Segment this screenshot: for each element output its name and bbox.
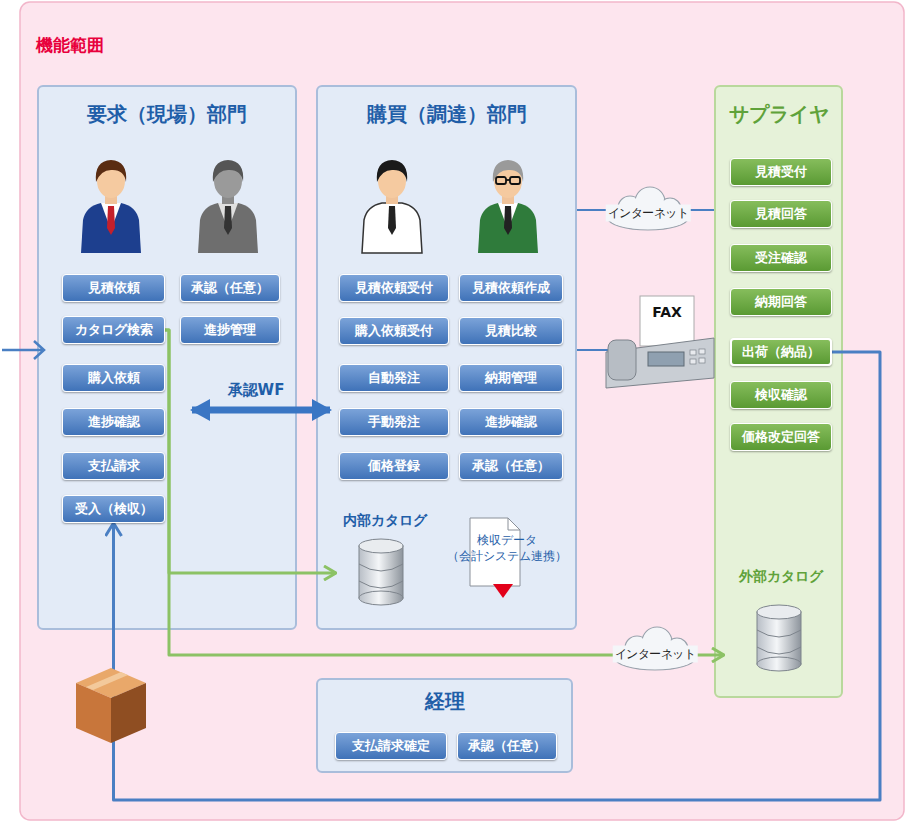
function-button: 見積依頼受付 xyxy=(339,274,449,302)
function-button: 見積依頼作成 xyxy=(459,274,563,302)
node-text: 購入依頼 xyxy=(88,369,140,387)
department-panel: サプライヤ見積受付見積回答受注確認納期回答出荷（納品） 検収確認価格改定回答外部カ… xyxy=(714,85,843,698)
node-text: 支払請求 xyxy=(88,457,140,475)
function-button: 購入依頼 xyxy=(62,364,165,392)
function-button: 自動発注 xyxy=(339,364,449,392)
document-icon xyxy=(470,518,520,598)
node-text: 出荷（納品） xyxy=(742,343,820,361)
connector-label: 承認WF xyxy=(226,381,287,400)
function-button: 出荷（納品） xyxy=(730,338,832,366)
node-text: 検収確認 xyxy=(755,386,807,404)
department-panel: 要求（現場）部門見積依頼 承認（任意） カタログ検索 進捗管理購入依頼進捗確認支払請求… xyxy=(37,85,297,630)
node-text: 進捗確認 xyxy=(88,413,140,431)
node-text: 見積依頼 xyxy=(88,279,140,297)
person-icon xyxy=(81,160,141,253)
node-text: 要求（現場）部門 xyxy=(39,87,295,128)
function-button: 進捗管理 xyxy=(180,316,280,344)
department-panel: 経理支払請求確定 承認（任意） xyxy=(316,678,573,773)
function-button: 進捗確認 xyxy=(62,408,165,436)
node-text: 見積回答 xyxy=(755,205,807,223)
node-text: 見積依頼作成 xyxy=(472,279,550,297)
connector xyxy=(577,349,714,351)
node-text: 内部カタログ xyxy=(343,512,427,530)
connector xyxy=(165,330,336,573)
connector-label: FAX xyxy=(650,304,684,320)
connector xyxy=(192,407,330,414)
department-panel: 購買（調達）部門見積依頼受付 見積依頼作成購入依頼受付 見積比較自動発注 納期管理手動… xyxy=(316,85,577,630)
connector-label: インターネット xyxy=(613,646,698,663)
function-button: 受入（検収） xyxy=(62,495,165,523)
node-text: 進捗管理 xyxy=(204,321,256,339)
node-text: 納期回答 xyxy=(755,293,807,311)
node-text: 進捗確認 xyxy=(485,413,537,431)
diagram-title: 機能範囲 xyxy=(36,34,104,57)
function-button: 承認（任意） xyxy=(180,274,280,302)
catalog-store: 外部カタログ xyxy=(724,568,837,678)
node-text: 外部カタログ xyxy=(739,568,823,586)
connector xyxy=(165,330,724,655)
function-button: 購入依頼受付 xyxy=(339,317,449,345)
node-text: サプライヤ xyxy=(716,87,841,128)
node-text: 見積依頼受付 xyxy=(355,279,433,297)
node-text: 見積受付 xyxy=(755,163,807,181)
database-icon xyxy=(359,539,403,605)
node-text: 納期管理 xyxy=(485,369,537,387)
scope-ground xyxy=(20,2,904,820)
node-text: 手動発注 xyxy=(368,413,420,431)
function-button: 承認（任意） xyxy=(459,452,563,480)
function-button: 支払請求確定 xyxy=(335,732,447,760)
node-text: 検収データ （会計システム連携） xyxy=(439,532,575,564)
function-button: 受注確認 xyxy=(730,244,832,272)
node-text: 購買（調達）部門 xyxy=(318,87,575,128)
node-text: 支払請求確定 xyxy=(352,737,430,755)
function-button: カタログ検索 xyxy=(62,316,165,344)
function-button: 見積依頼 xyxy=(62,274,165,302)
function-button: 価格登録 xyxy=(339,452,449,480)
function-button: 承認（任意） xyxy=(457,732,557,760)
database-icon xyxy=(757,605,801,671)
function-button: 納期管理 xyxy=(459,364,563,392)
node-text: 受入（検収） xyxy=(75,500,153,518)
entry-arrow xyxy=(2,341,44,359)
function-button: 手動発注 xyxy=(339,408,449,436)
function-button: 見積比較 xyxy=(459,317,563,345)
data-document: 検収データ （会計システム連携） xyxy=(439,526,575,570)
person-icon xyxy=(198,160,258,253)
connector-label: インターネット xyxy=(606,205,691,222)
node-text: 価格改定回答 xyxy=(742,428,820,446)
node-text: 自動発注 xyxy=(368,369,420,387)
catalog-store: 内部カタログ xyxy=(336,512,434,608)
node-text: 価格登録 xyxy=(368,457,420,475)
function-button: 価格改定回答 xyxy=(730,423,832,451)
function-button: 見積回答 xyxy=(730,200,832,228)
node-text: 見積比較 xyxy=(485,322,537,340)
node-text: 承認（任意） xyxy=(191,279,269,297)
connector xyxy=(114,352,881,800)
node-text: 受注確認 xyxy=(755,249,807,267)
node-text: 経理 xyxy=(318,680,571,715)
function-button: 支払請求 xyxy=(62,452,165,480)
node-text: 承認（任意） xyxy=(468,737,546,755)
node-text: カタログ検索 xyxy=(75,321,153,339)
function-button: 納期回答 xyxy=(730,288,832,316)
person-icon xyxy=(478,160,538,253)
node-text: 購入依頼受付 xyxy=(355,322,433,340)
node-text: 承認（任意） xyxy=(472,457,550,475)
function-button: 進捗確認 xyxy=(459,408,563,436)
package-box xyxy=(76,668,146,743)
function-button: 検収確認 xyxy=(730,381,832,409)
person-icon xyxy=(362,160,422,253)
fax-machine xyxy=(606,296,714,388)
function-button: 見積受付 xyxy=(730,158,832,186)
